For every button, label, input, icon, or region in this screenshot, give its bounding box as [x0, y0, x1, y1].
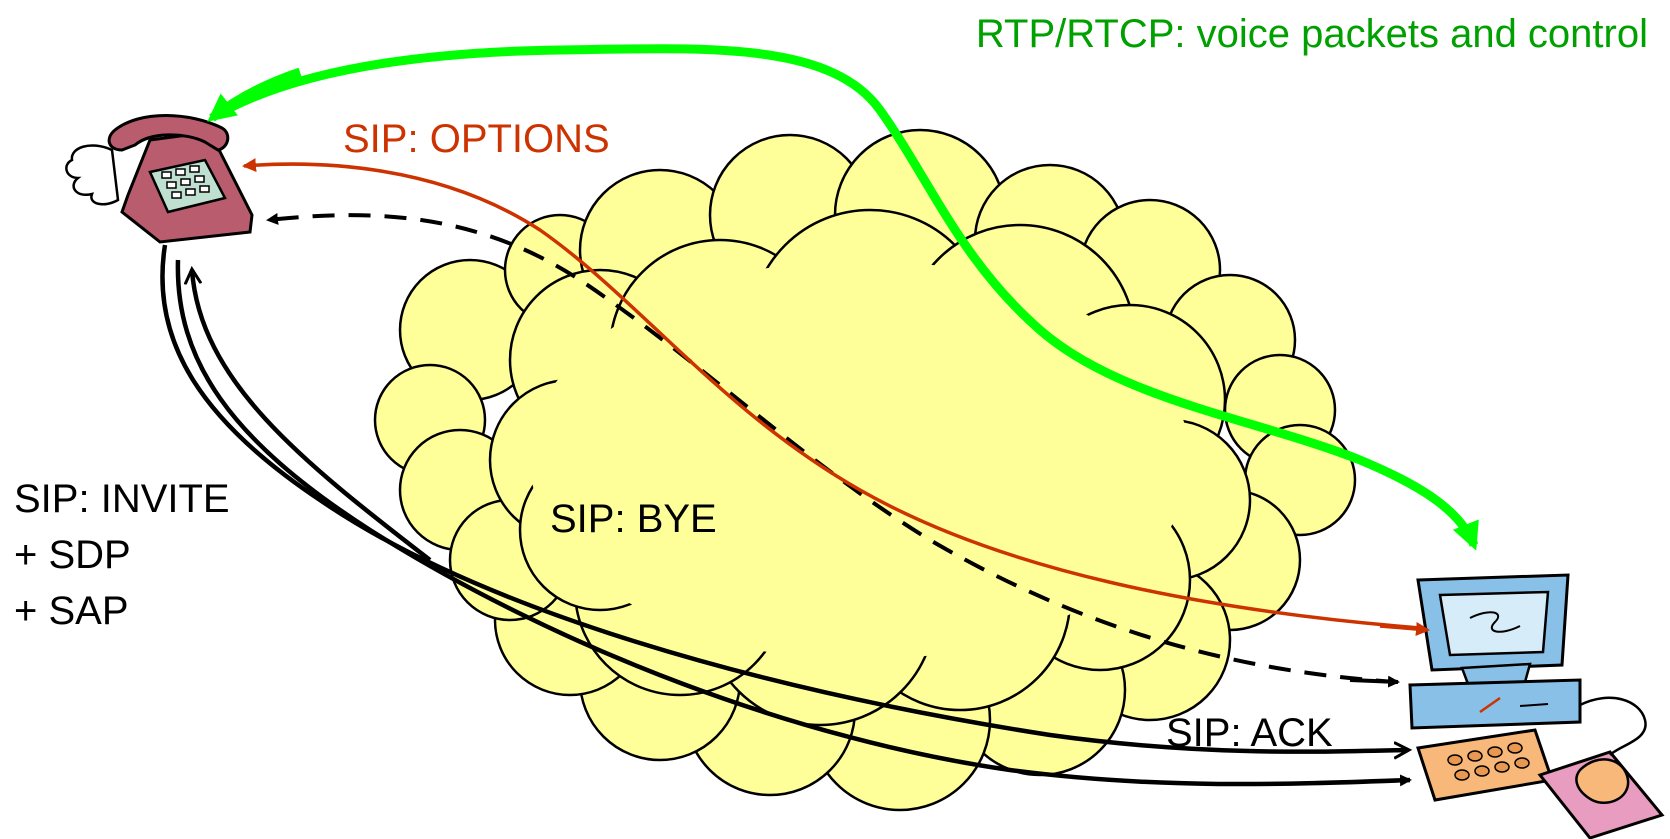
- cloud-icon: [373, 128, 1357, 812]
- sip-options-label: SIP: OPTIONS: [343, 117, 610, 161]
- sip-invite-arrow: [160, 244, 1408, 752]
- sap-label: + SAP: [14, 589, 129, 633]
- telephone-icon: [65, 114, 254, 244]
- sip-bye-label: SIP: BYE: [550, 497, 717, 541]
- rtp-rtcp-label: RTP/RTCP: voice packets and control: [976, 12, 1648, 56]
- rtp-rtcp-arrow-start: [207, 67, 302, 122]
- sip-invite-label: SIP: INVITE: [14, 477, 230, 521]
- sdp-label: + SDP: [14, 533, 131, 577]
- desktop-computer-icon: [1408, 573, 1665, 839]
- sip-ack-arrow: [175, 259, 1412, 787]
- sip-bye-arrow-tail: [1349, 675, 1400, 688]
- sip-response-arrow: [192, 270, 432, 562]
- sip-ack-label: SIP: ACK: [1166, 711, 1333, 755]
- sip-options-arrow-end: [1379, 622, 1430, 636]
- rtp-rtcp-arrow: [219, 44, 1479, 551]
- sip-options-arrow: [242, 158, 1421, 630]
